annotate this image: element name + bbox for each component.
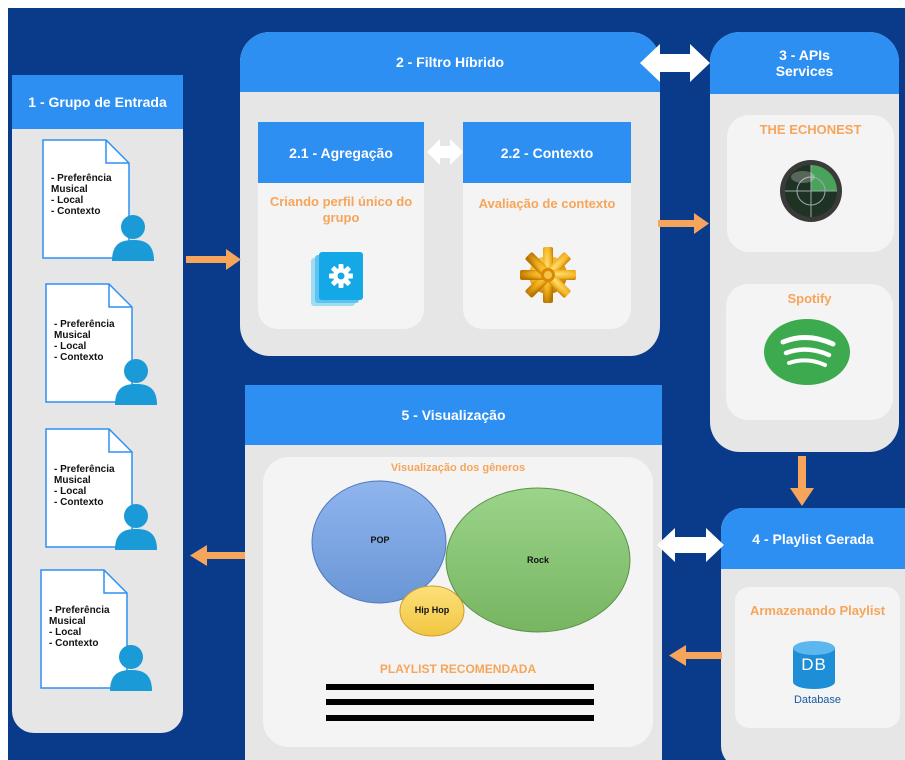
- context-header: 2.2 - Contexto: [463, 122, 631, 183]
- arrow-right-icon: [186, 249, 241, 270]
- spotify-icon: [764, 319, 850, 385]
- playlist-line-1: [326, 684, 594, 690]
- aggregation-header: 2.1 - Agregação: [258, 122, 424, 183]
- genres-title: Visualização dos gêneros: [390, 462, 526, 474]
- arrow-left-icon: [669, 645, 722, 666]
- input-card-text: - Preferência Musical - Local - Contexto: [54, 464, 115, 508]
- aggregation-caption: Criando perfil único do grupo: [269, 194, 413, 225]
- gear-doc-icon: [311, 252, 363, 306]
- playlist-line-2: [326, 699, 594, 705]
- user-icon: [115, 504, 157, 550]
- playlist-line-3: [326, 715, 594, 721]
- database-icon: [793, 641, 835, 689]
- playlist-store-box: Armazenando Playlist Database: [735, 587, 900, 728]
- document-icon: [42, 139, 130, 259]
- user-icon: [112, 215, 154, 261]
- input-card-3: - Preferência Musical - Local - Contexto: [45, 428, 157, 550]
- genre-pop-bubble: [311, 480, 447, 604]
- genre-bubbles: [311, 480, 631, 637]
- document-icon: [40, 569, 128, 689]
- double-arrow-icon: [427, 139, 463, 165]
- genre-hiphop-label: Hip Hop: [414, 605, 450, 615]
- double-arrow-icon: [657, 528, 724, 562]
- panel-playlist-header: 4 - Playlist Gerada: [721, 508, 905, 569]
- arrow-right-icon: [658, 213, 709, 234]
- database-caption: Database: [793, 694, 842, 706]
- user-icon: [115, 359, 157, 405]
- genre-pop-label: POP: [370, 535, 390, 545]
- panel-hybrid-filter-header: 2 - Filtro Híbrido: [240, 32, 660, 92]
- document-icon: [45, 428, 133, 548]
- genre-rock-bubble: [445, 487, 631, 633]
- panel-group-input-header: 1 - Grupo de Entrada: [12, 75, 183, 129]
- gear-icon: [520, 247, 576, 303]
- input-card-text: - Preferência Musical - Local - Contexto: [54, 319, 115, 363]
- input-card-text: - Preferência Musical - Local - Contexto: [49, 605, 110, 649]
- genre-rock-label: Rock: [526, 555, 549, 565]
- user-icon: [110, 645, 152, 691]
- double-arrow-icon: [640, 44, 710, 82]
- echonest-label: THE ECHONEST: [759, 122, 862, 137]
- input-card-2: - Preferência Musical - Local - Contexto: [45, 283, 157, 405]
- document-icon: [45, 283, 133, 403]
- input-card-1: - Preferência Musical - Local - Contexto: [42, 139, 154, 261]
- panel-visualization-header: 5 - Visualização: [245, 385, 662, 445]
- panel-apis-header: 3 - APIs Services: [710, 32, 899, 94]
- context-caption: Avaliação de contexto: [478, 196, 616, 211]
- input-card-text: - Preferência Musical - Local - Contexto: [51, 173, 112, 217]
- playlist-recommended-title: PLAYLIST RECOMENDADA: [379, 662, 537, 676]
- spotify-label: Spotify: [787, 291, 832, 306]
- radar-icon: [780, 160, 842, 222]
- genre-hiphop-bubble: [399, 585, 465, 637]
- database-label: DB: [801, 655, 827, 674]
- arrow-left-icon: [190, 545, 245, 566]
- playlist-caption: Armazenando Playlist: [749, 603, 886, 618]
- arrow-down-icon: [790, 456, 814, 506]
- input-card-4: - Preferência Musical - Local - Contexto: [40, 569, 152, 691]
